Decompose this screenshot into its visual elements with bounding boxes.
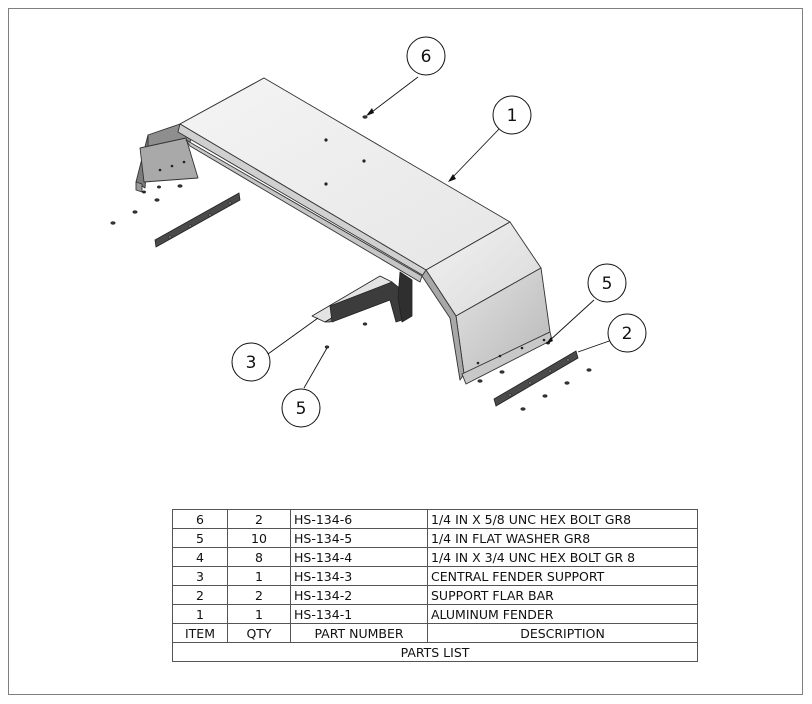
cell-description: ALUMINUM FENDER [427,604,698,624]
header-qty: QTY [227,623,291,643]
cell-description: SUPPORT FLAR BAR [427,585,698,605]
cell-qty: 1 [227,566,291,586]
cell-part-number: HS-134-1 [290,604,428,624]
balloon-item-1: 1 [492,95,532,135]
svg-text:3: 3 [246,353,257,373]
cell-part-number: HS-134-3 [290,566,428,586]
support-flat-bar-left [154,192,241,248]
cell-qty: 1 [227,604,291,624]
leader-arrowheads [366,108,553,344]
cell-description: 1/4 IN X 5/8 UNC HEX BOLT GR8 [427,509,698,529]
header-item: ITEM [172,623,228,643]
parts-list-title: PARTS LIST [172,642,698,662]
cell-qty: 8 [227,547,291,567]
balloon-item-2: 2 [607,313,647,353]
balloon-item-6-top: 6 [406,36,446,76]
svg-text:1: 1 [507,106,518,126]
hex-bolts-and-washers [110,115,592,411]
fender-holes [158,138,546,365]
cell-part-number: HS-134-5 [290,528,428,548]
svg-text:6: 6 [421,47,432,67]
cell-qty: 10 [227,528,291,548]
cell-description: 1/4 IN X 3/4 UNC HEX BOLT GR 8 [427,547,698,567]
cell-description: 1/4 IN FLAT WASHER GR8 [427,528,698,548]
parts-list-header-row: ITEM QTY PART NUMBER DESCRIPTION [172,623,698,643]
svg-text:5: 5 [602,274,613,294]
cell-item: 4 [172,547,228,567]
cell-item: 2 [172,585,228,605]
cell-item: 3 [172,566,228,586]
cell-part-number: HS-134-2 [290,585,428,605]
parts-list-title-row: PARTS LIST [172,642,698,662]
leader-lines [267,76,613,389]
cell-part-number: HS-134-4 [290,547,428,567]
svg-text:2: 2 [622,324,633,344]
cell-item: 5 [172,528,228,548]
cell-qty: 2 [227,509,291,529]
svg-text:5: 5 [296,399,307,419]
cell-part-number: HS-134-6 [290,509,428,529]
support-flat-bar-right [493,350,579,407]
cell-qty: 2 [227,585,291,605]
cell-item: 6 [172,509,228,529]
balloon-item-5-left: 5 [281,388,321,428]
central-fender-support [311,271,413,323]
header-description: DESCRIPTION [427,623,698,643]
balloon-item-3: 3 [231,342,271,382]
cell-item: 1 [172,604,228,624]
balloon-item-5-right: 5 [587,263,627,303]
header-part-number: PART NUMBER [290,623,428,643]
aluminum-fender [135,77,553,385]
cell-description: CENTRAL FENDER SUPPORT [427,566,698,586]
